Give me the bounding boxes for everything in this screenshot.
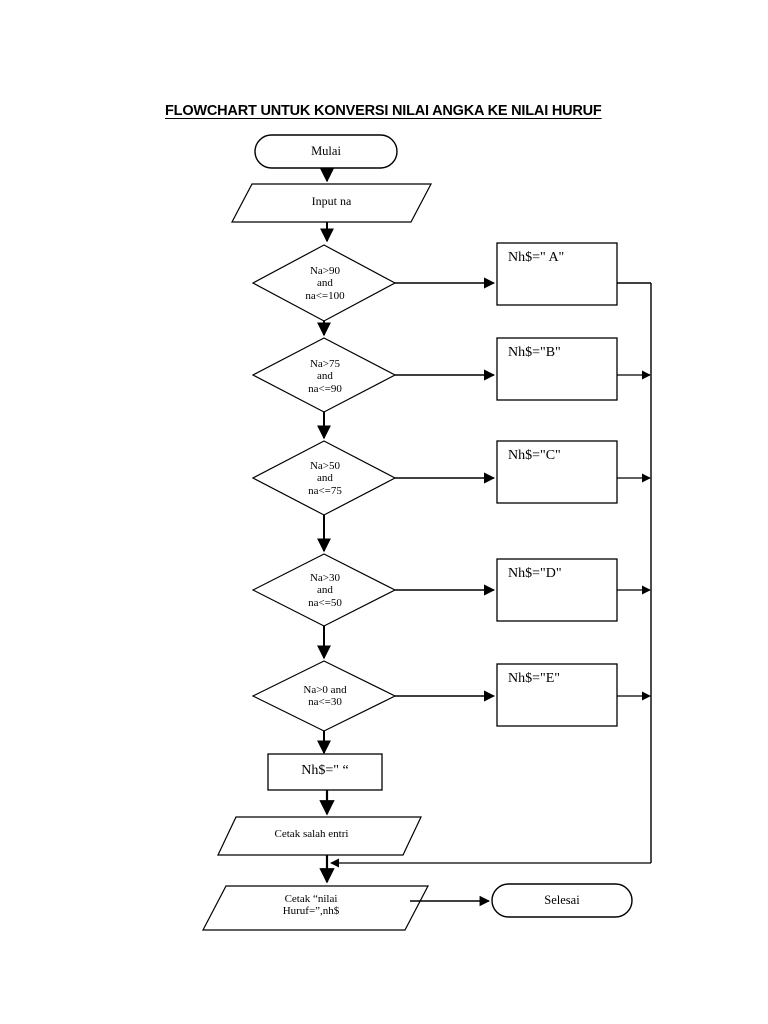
process-empty-hit[interactable] bbox=[268, 754, 382, 790]
process-e-hit[interactable] bbox=[497, 664, 617, 726]
node-process-b bbox=[496, 337, 618, 401]
decision-4-hit[interactable] bbox=[253, 554, 395, 626]
node-print-error-parallelogram bbox=[217, 816, 422, 856]
decision-5-hit[interactable] bbox=[253, 661, 395, 731]
page-title: FLOWCHART UNTUK KONVERSI NILAI ANGKA KE … bbox=[165, 103, 602, 119]
process-d-hit[interactable] bbox=[497, 559, 617, 621]
node-input-parallelogram bbox=[231, 183, 432, 223]
process-c-hit[interactable] bbox=[497, 441, 617, 503]
end-terminal-hit[interactable] bbox=[492, 884, 632, 917]
node-process-c bbox=[496, 440, 618, 504]
print-result-hit[interactable] bbox=[203, 886, 428, 930]
print-error-hit[interactable] bbox=[218, 817, 421, 855]
node-end-terminal bbox=[491, 883, 633, 918]
node-print-result-parallelogram bbox=[202, 885, 429, 931]
node-process-e bbox=[496, 663, 618, 727]
decision-2-hit[interactable] bbox=[253, 338, 395, 412]
decision-3-hit[interactable] bbox=[253, 441, 395, 515]
node-process-empty bbox=[267, 753, 383, 791]
decision-1-hit[interactable] bbox=[253, 245, 395, 321]
node-process-a bbox=[496, 242, 618, 306]
start-terminal-hit[interactable] bbox=[255, 135, 397, 168]
process-b-hit[interactable] bbox=[497, 338, 617, 400]
input-node-hit[interactable] bbox=[232, 184, 431, 222]
process-a-hit[interactable] bbox=[497, 243, 617, 305]
